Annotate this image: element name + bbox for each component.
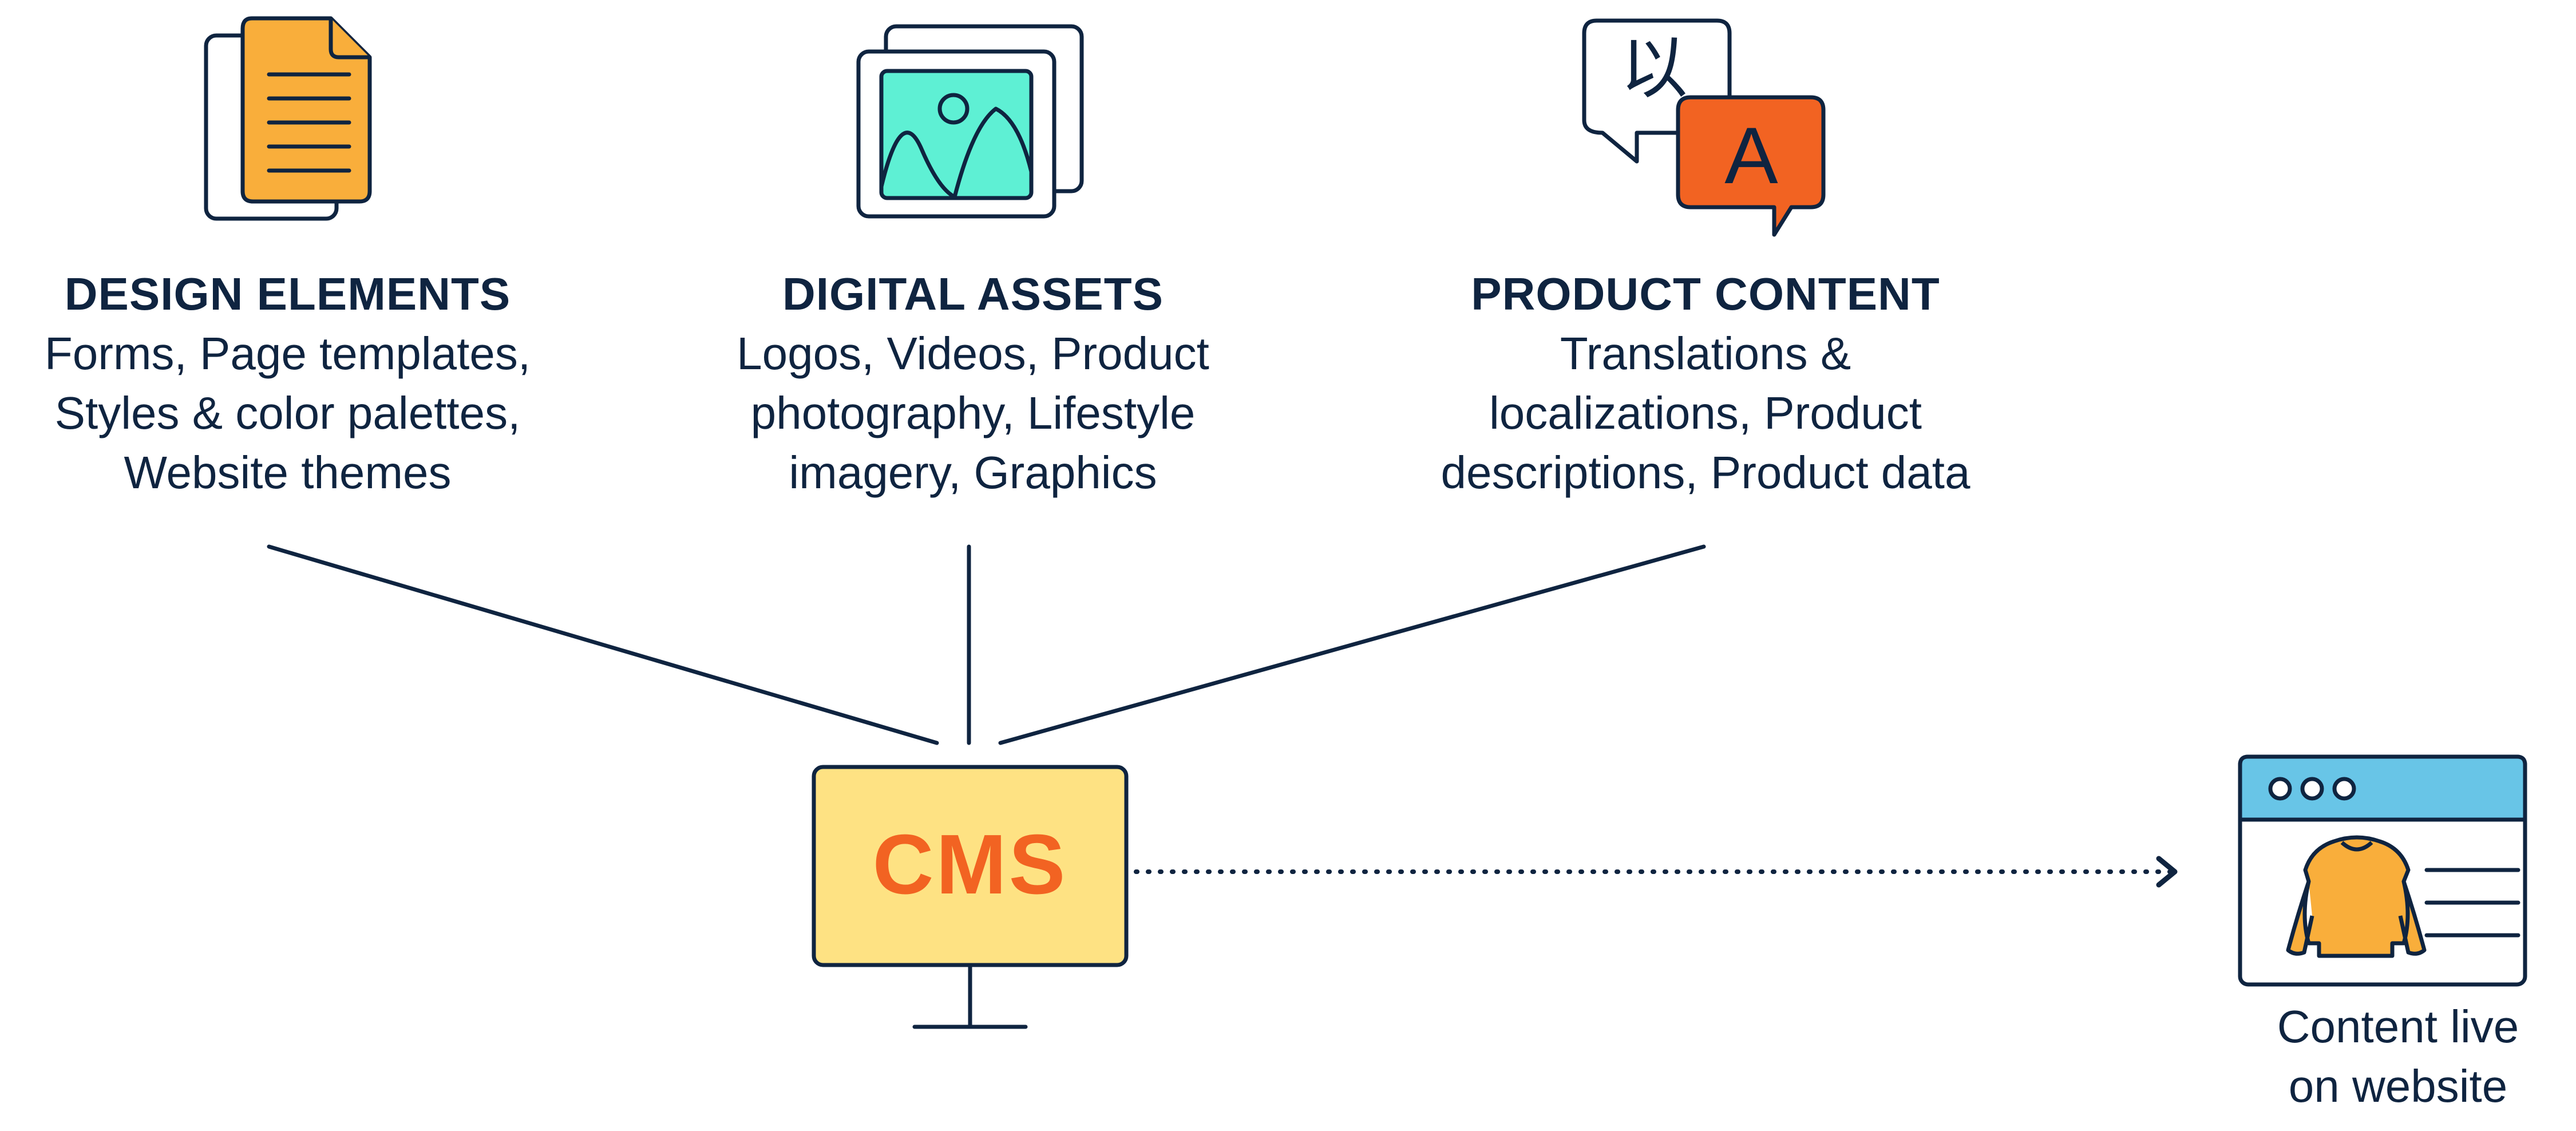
cms-label: CMS (872, 817, 1068, 912)
design-elements-line: Website themes (124, 447, 452, 498)
design-elements-label: DESIGN ELEMENTS Forms, Page templates, S… (0, 264, 575, 503)
chinese-glyph: 以 (1620, 29, 1688, 108)
product-content-label: PRODUCT CONTENT Translations & localizat… (1391, 264, 2020, 503)
product-content-line: descriptions, Product data (1441, 447, 1970, 498)
document-icon (204, 16, 372, 221)
design-elements-title: DESIGN ELEMENTS (64, 268, 511, 319)
digital-assets-line: imagery, Graphics (789, 447, 1157, 498)
website-label-line: Content live (2277, 1001, 2519, 1052)
sweater-icon (2286, 835, 2427, 958)
arrow-head-icon (2156, 856, 2178, 888)
latin-glyph: A (1724, 110, 1778, 200)
website-label-line: on website (2288, 1061, 2508, 1112)
monitor-icon (812, 765, 1129, 1029)
connector-product-to-cms (998, 544, 1706, 745)
digital-assets-line: Logos, Videos, Product (737, 328, 1209, 379)
connectors (267, 544, 2178, 888)
browser-window-icon (2238, 754, 2527, 987)
digital-assets-label: DIGITAL ASSETS Logos, Videos, Product ph… (687, 264, 1259, 503)
product-content-line: Translations & (1560, 328, 1851, 379)
design-elements-line: Styles & color palettes, (54, 387, 521, 438)
image-stack-icon (856, 24, 1084, 219)
translation-bubbles-icon: 以 A (1582, 18, 1826, 237)
product-content-line: localizations, Product (1489, 387, 1922, 438)
design-elements-line: Forms, Page templates, (44, 328, 531, 379)
product-content-title: PRODUCT CONTENT (1471, 268, 1940, 319)
digital-assets-title: DIGITAL ASSETS (782, 268, 1164, 319)
digital-assets-line: photography, Lifestyle (750, 387, 1196, 438)
website-label: Content live on website (2203, 997, 2576, 1116)
connector-design-to-cms (267, 544, 939, 745)
